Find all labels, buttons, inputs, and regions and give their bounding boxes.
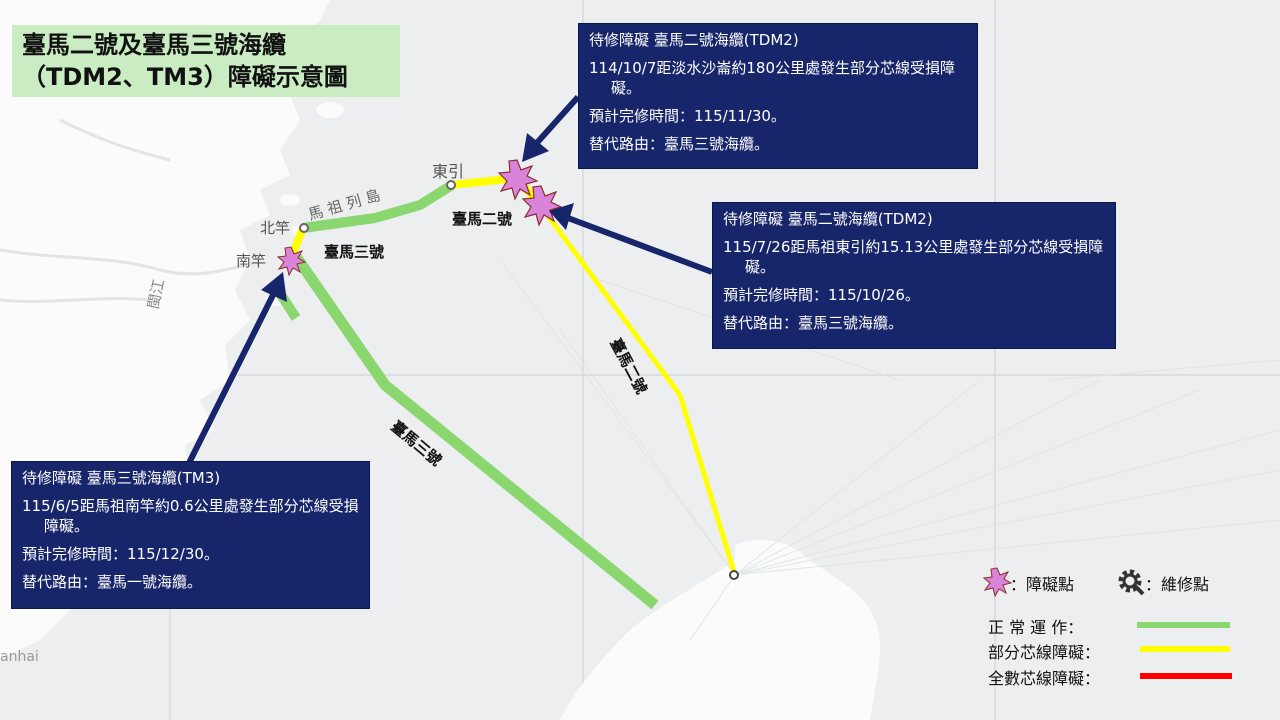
fault-b-eta: 預計完修時間：115/10/26。 (723, 286, 920, 304)
label-nangan: 南竿 (236, 252, 266, 270)
tdm2-cable-main (537, 203, 738, 576)
pointer-arrows (185, 94, 714, 467)
tm3-cable-north (302, 180, 455, 233)
label-tdm2-short: 臺馬二號 (452, 210, 512, 228)
legend-fault-point: ：障礙點 (1010, 575, 1075, 594)
fault-info-box-tdm2-b: 待修障礙 臺馬二號海纜(TDM2) 115/7/26距馬祖東引約15.13公里處… (712, 202, 1116, 349)
legend-full: 全數芯線障礙： (988, 669, 1101, 688)
title-line1: 臺馬二號及臺馬三號海纜 (22, 31, 286, 59)
taiwan-coast (560, 540, 880, 720)
fault-star-icon[interactable] (521, 185, 563, 227)
fault-star-icon[interactable] (276, 246, 307, 277)
title-line2: （TDM2、TM3）障礙示意圖 (22, 63, 348, 91)
legend-normal: 正 常 運 作： (988, 618, 1084, 637)
fault-b-route: 替代路由：臺馬三號海纜。 (723, 314, 904, 332)
fault-b-heading: 待修障礙 臺馬二號海纜(TDM2) (723, 210, 933, 228)
fault-a-heading: 待修障礙 臺馬二號海纜(TDM2) (589, 31, 799, 49)
fault-c-heading: 待修障礙 臺馬三號海纜(TM3) (22, 469, 221, 487)
fault-star-legend-icon (982, 567, 1013, 598)
fault-info-box-tdm2-a: 待修障礙 臺馬二號海纜(TDM2) 114/10/7距淡水沙崙約180公里處發生… (578, 23, 978, 169)
tm3-cable-main (290, 251, 659, 610)
landing-points (299, 180, 739, 580)
label-minjiang: 閩江 (144, 278, 168, 311)
fault-c-route: 替代路由：臺馬一號海纜。 (22, 573, 203, 591)
label-beigan: 北竿 (260, 219, 290, 237)
fault-b-desc: 115/7/26距馬祖東引約15.13公里處發生部分芯線受損障礙。 (723, 238, 1104, 276)
fault-a-eta: 預計完修時間：115/11/30。 (589, 107, 786, 125)
legend-repair-point: ：維修點 (1145, 575, 1210, 594)
fault-a-desc: 114/10/7距淡水沙崙約180公里處發生部分芯線受損障礙。 (589, 59, 956, 97)
fault-star-icon[interactable] (497, 159, 539, 201)
fault-a-route: 替代路由：臺馬三號海纜。 (589, 135, 770, 153)
legend-partial: 部分芯線障礙： (988, 643, 1101, 662)
rivers (0, 118, 261, 303)
label-nanhai: anhai (0, 649, 39, 665)
map-title: 臺馬二號及臺馬三號海纜 （TDM2、TM3）障礙示意圖 (12, 25, 400, 97)
label-tm3-short: 臺馬三號 (324, 243, 384, 261)
label-dongyin: 東引 (432, 162, 464, 181)
fault-info-box-tm3: 待修障礙 臺馬三號海纜(TM3) 115/6/5距馬祖南竿約0.6公里處發生部分… (11, 461, 370, 609)
fault-c-eta: 預計完修時間：115/12/30。 (22, 545, 219, 563)
gear-icon (1118, 569, 1145, 596)
fault-c-desc: 115/6/5距馬祖南竿約0.6公里處發生部分芯線受損障礙。 (22, 497, 359, 535)
